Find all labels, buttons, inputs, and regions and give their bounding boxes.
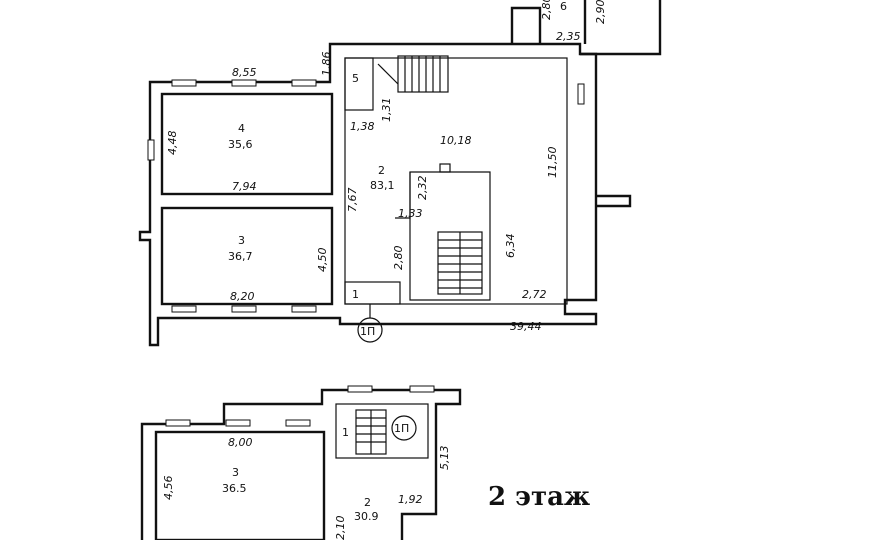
dim-lower-corridor: 1,92: [398, 493, 423, 506]
dim-corridor-height: 7,67: [346, 188, 359, 213]
room-3-outline: [160, 206, 334, 306]
room-4-area: 35,6: [228, 138, 253, 151]
lower-room-1-number: 1: [342, 426, 349, 439]
upper-outer-wall: [138, 42, 598, 347]
lower-plan: [140, 385, 462, 540]
upper-plan: [138, 0, 662, 347]
lower-axis-circle: [391, 415, 417, 441]
dim-lower-room3-width: 8,00: [228, 436, 253, 449]
dim-room3-height: 4,50: [316, 248, 329, 273]
room-4-outline: [160, 92, 334, 196]
dim-top-right-c: 2,90: [594, 0, 607, 24]
dim-lower-right-height: 5,13: [438, 446, 451, 471]
room-2-area: 83,1: [370, 179, 395, 192]
lower-stair-box: [335, 403, 429, 459]
axis-mark-upper: 1П: [360, 325, 375, 338]
lower-room-2-number: 2: [364, 496, 371, 509]
dim-stair-top: 2,32: [416, 176, 429, 201]
windows: [147, 79, 585, 313]
room-2-number: 2: [378, 164, 385, 177]
upper-labels: 8,55 1,86 4,48 4 35,6 7,94 7,67 3 36,7 4…: [166, 0, 607, 338]
dim-room3-bottom: 8,20: [230, 290, 255, 303]
dim-top-right-b: 2,80: [540, 0, 553, 20]
dim-stair-right: 6,34: [504, 234, 517, 259]
dim-stair-height: 2,80: [392, 246, 405, 271]
room-1-number: 1: [352, 288, 359, 301]
room-5-outline: [344, 57, 374, 111]
central-stair: [395, 163, 491, 301]
lower-windows: [165, 385, 435, 427]
room-4-number: 4: [238, 122, 245, 135]
dim-lower-bottom-small: 2,10: [334, 516, 347, 540]
dim-small-height: 1,31: [380, 98, 393, 123]
dim-lower-room3-height: 4,56: [162, 476, 175, 501]
dim-room4-bottom: 7,94: [232, 180, 257, 193]
dim-hall-width: 10,18: [440, 134, 472, 147]
dim-room4-height: 4,48: [166, 131, 179, 156]
axis-mark-lower: 1П: [394, 422, 409, 435]
room-6-number: 6: [560, 0, 567, 13]
dim-small-width: 1,38: [350, 120, 375, 133]
room-3-area: 36,7: [228, 250, 253, 263]
dim-top-right-a: 2,35: [556, 30, 581, 43]
room-1-outline: [344, 281, 401, 305]
top-stair: [377, 55, 449, 93]
room-3-number: 3: [238, 234, 245, 247]
lower-room-3-area: 36.5: [222, 482, 247, 495]
room-5-number: 5: [352, 72, 359, 85]
lower-room-2-area: 30.9: [354, 510, 379, 523]
lower-outer-wall: [140, 388, 462, 540]
lower-room-3-outline: [154, 430, 326, 540]
dim-total: 39,44: [510, 320, 542, 333]
lower-stair: [355, 409, 387, 455]
room-2-outline: [344, 57, 568, 305]
dim-hall-height: 11,50: [546, 147, 559, 179]
dim-stair-left: 1,33: [398, 207, 423, 220]
lower-room-3-number: 3: [232, 466, 239, 479]
dim-bottom-right: 2,72: [522, 288, 547, 301]
lower-labels: 8,00 4,56 3 36.5 1 1П 5,13 2 30.9 1,92 2…: [162, 422, 590, 540]
floor-title: 2 этаж: [488, 482, 590, 512]
dim-stair-offset: 1,86: [320, 52, 333, 77]
top-right-annex: [510, 0, 662, 56]
dim-top-left-width: 8,55: [232, 66, 257, 79]
right-annex: [596, 194, 632, 208]
